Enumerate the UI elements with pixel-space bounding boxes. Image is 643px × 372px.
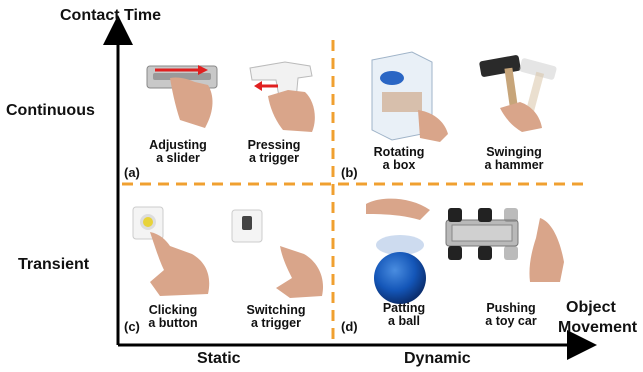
quadrant-label-b: (b) [341,165,358,180]
quadrant-label-c: (c) [124,319,140,334]
hammer-icon [479,55,557,132]
x-axis-label-line2: Movement [558,319,638,336]
box-icon [371,51,448,142]
col-label-dynamic: Dynamic [404,350,471,367]
quadrant-label-a: (a) [124,165,140,180]
quadrant-label-d: (d) [341,319,358,334]
x-axis-label-line1: Object [566,299,616,316]
y-axis-label: Contact Time [60,7,162,24]
toy-car-icon [445,208,564,282]
slider-icon [146,65,218,128]
col-label-static: Static [197,350,241,367]
ball-icon [366,198,430,304]
button-icon [132,206,210,296]
row-label-transient: Transient [18,256,90,273]
switch-icon [231,209,324,298]
row-label-continuous: Continuous [6,102,95,119]
spray-trigger-icon [249,61,315,132]
